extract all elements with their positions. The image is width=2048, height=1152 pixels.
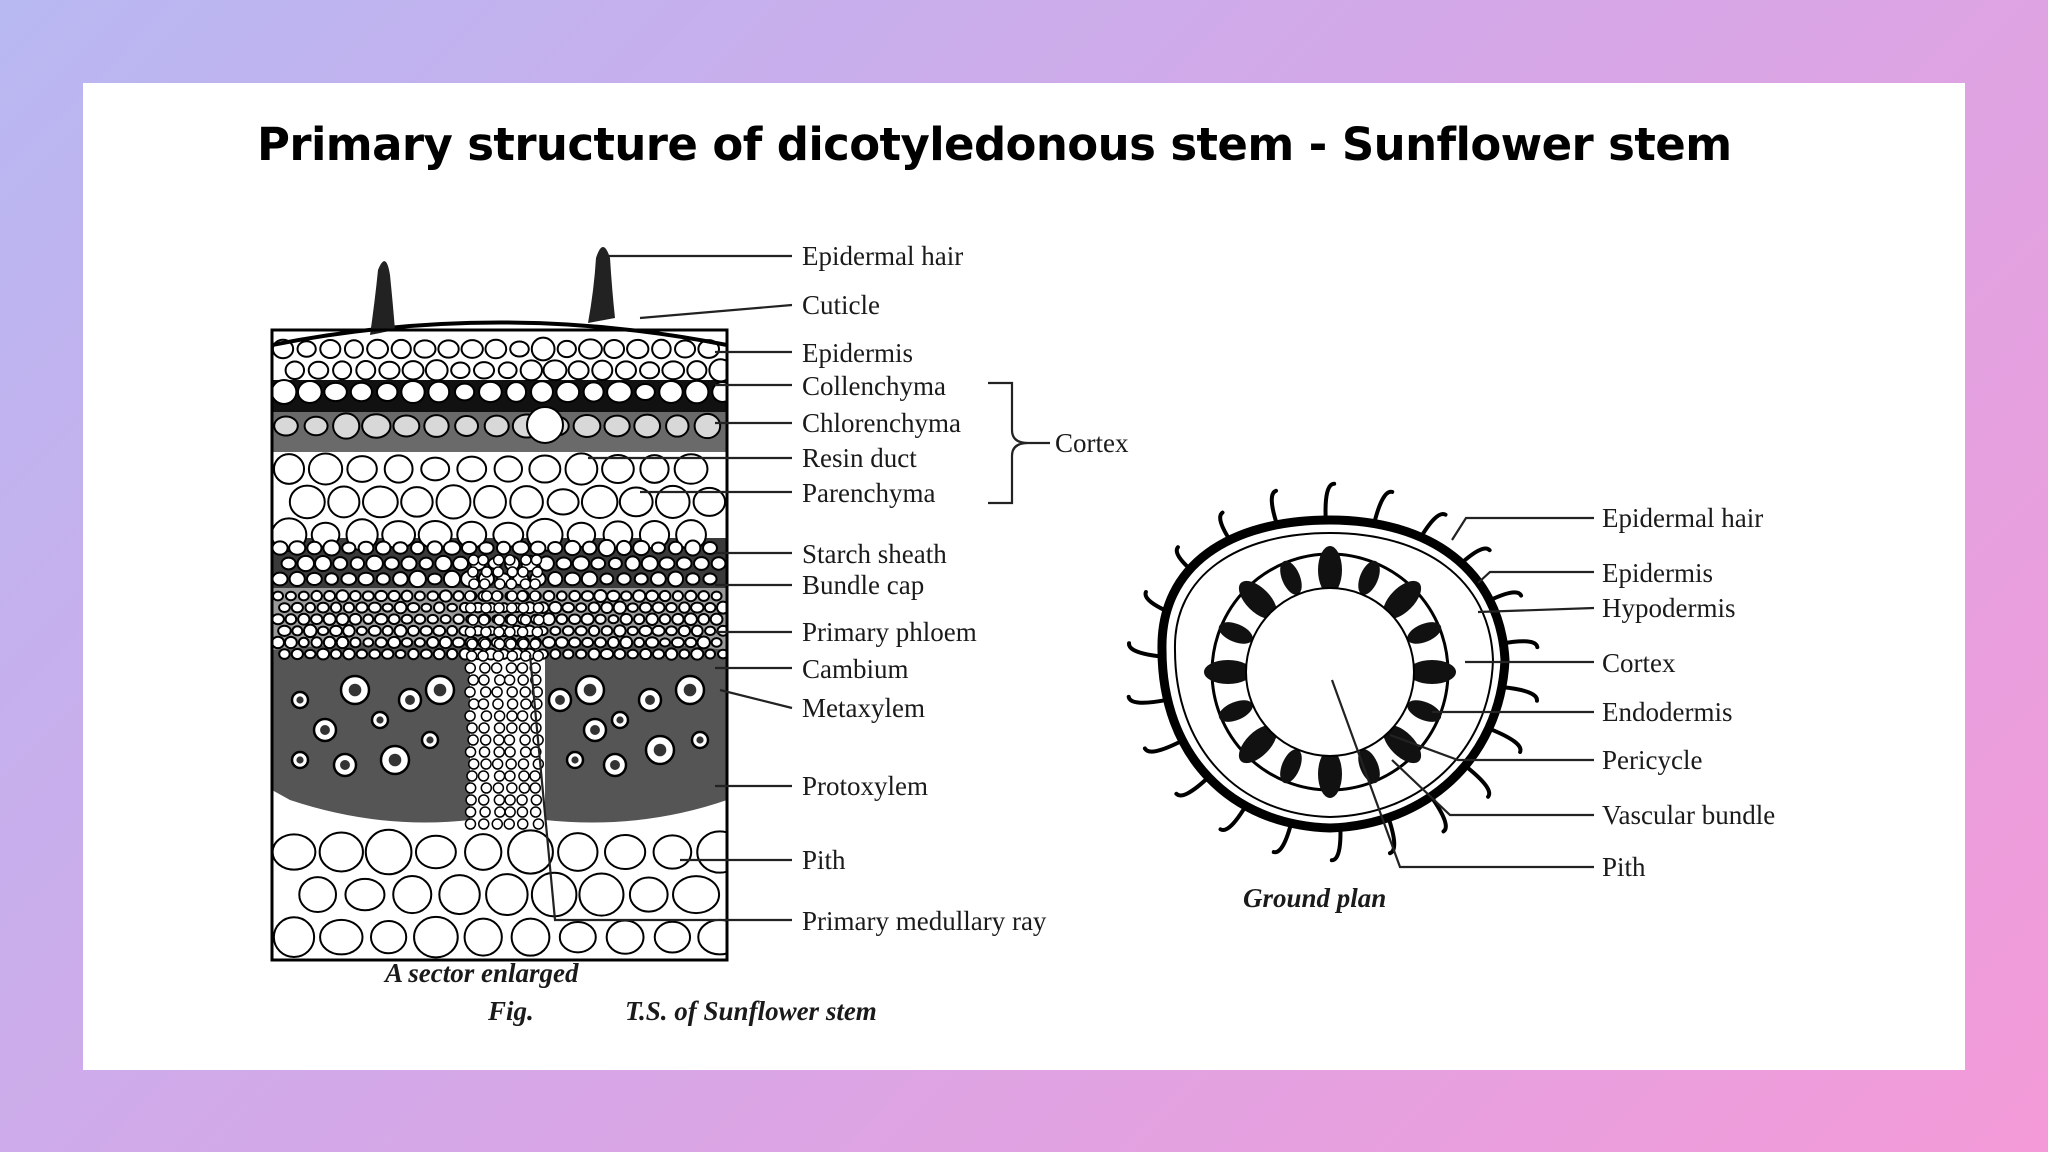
cell-pattern: [272, 336, 727, 959]
label-gp-pith: Pith: [1602, 852, 1646, 882]
ground-plan-hypodermis: [1173, 531, 1495, 819]
epidermal-hair-shape-2: [588, 247, 615, 323]
label-pith: Pith: [802, 845, 846, 875]
label-metaxylem: Metaxylem: [802, 693, 925, 723]
caption-fig: Fig.: [487, 996, 534, 1026]
caption-figure-title: T.S. of Sunflower stem: [625, 996, 877, 1026]
sector-illustration: [270, 247, 729, 962]
caption-sector-enlarged: A sector enlarged: [383, 958, 579, 988]
ground-plan-leader-lines: [1330, 516, 1595, 869]
label-epidermis: Epidermis: [802, 338, 913, 368]
label-chlorenchyma: Chlorenchyma: [802, 408, 961, 438]
vascular-bundle-shape-left: [272, 640, 470, 823]
sector-labels: Epidermal hair Cuticle Epidermis Collenc…: [802, 241, 1129, 936]
ground-plan-illustration: [1126, 481, 1540, 863]
label-gp-hypodermis: Hypodermis: [1602, 593, 1735, 623]
label-gp-endodermis: Endodermis: [1602, 697, 1732, 727]
label-cuticle: Cuticle: [802, 290, 880, 320]
ground-plan-vascular-bundles: [1204, 546, 1456, 798]
label-collenchyma: Collenchyma: [802, 371, 946, 401]
slide-title: Primary structure of dicotyledonous stem…: [257, 118, 1732, 171]
ground-plan-pith: [1245, 587, 1415, 757]
label-bundle-cap: Bundle cap: [802, 570, 924, 600]
label-protoxylem: Protoxylem: [802, 771, 928, 801]
label-gp-cortex: Cortex: [1602, 648, 1676, 678]
label-parenchyma: Parenchyma: [802, 478, 935, 508]
ground-plan-labels: Epidermal hair Epidermis Hypodermis Cort…: [1602, 503, 1775, 882]
epidermal-hair-shape-1: [370, 261, 395, 335]
label-resin-duct: Resin duct: [802, 443, 917, 473]
label-gp-epidermis: Epidermis: [1602, 558, 1713, 588]
label-gp-epidermal-hair: Epidermal hair: [1602, 503, 1763, 533]
xylem-vessels: [290, 674, 710, 778]
label-epidermal-hair: Epidermal hair: [802, 241, 963, 271]
label-starch-sheath: Starch sheath: [802, 539, 947, 569]
label-cambium: Cambium: [802, 654, 909, 684]
label-gp-pericycle: Pericycle: [1602, 745, 1702, 775]
caption-ground-plan: Ground plan: [1243, 883, 1386, 913]
label-gp-vascular-bundle: Vascular bundle: [1602, 800, 1775, 830]
label-cortex: Cortex: [1055, 428, 1129, 458]
cuticle-arc: [271, 320, 728, 347]
label-primary-phloem: Primary phloem: [802, 617, 977, 647]
sector-leader-lines: [528, 254, 1050, 922]
label-primary-medullary-ray: Primary medullary ray: [802, 906, 1047, 936]
